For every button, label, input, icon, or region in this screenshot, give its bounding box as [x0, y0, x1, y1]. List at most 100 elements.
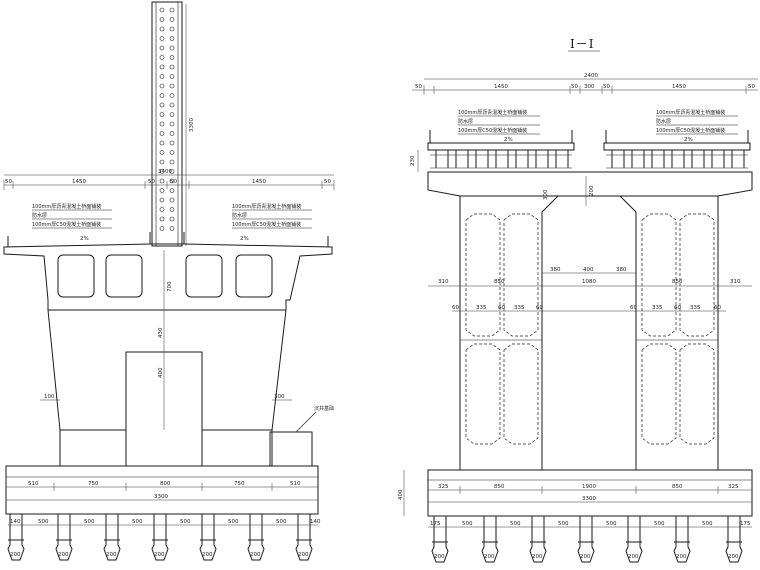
- pile-r-7-diam: 200: [728, 554, 739, 560]
- tower-hole: [169, 112, 175, 117]
- lps-1: 500: [38, 519, 49, 525]
- pier-dim-1: 700: [167, 281, 173, 292]
- cd-5: 60: [536, 305, 543, 311]
- tower-hole: [159, 188, 165, 193]
- pile-r-5: 200: [625, 516, 643, 563]
- rps-0: 175: [430, 521, 441, 527]
- rw-5: 310: [730, 279, 741, 285]
- tower-hole: [159, 7, 165, 13]
- tower-hole: [169, 207, 175, 212]
- right-pier: 300 200: [459, 176, 719, 471]
- pile-r-6: 200: [673, 516, 691, 563]
- dim-l-6: 50: [324, 179, 331, 185]
- rd-3: 50: [571, 84, 578, 90]
- tower-hole: [169, 178, 175, 184]
- pile-l-4: 200: [151, 514, 169, 561]
- pile-l-1: 200: [7, 514, 25, 561]
- lps-4: 500: [180, 519, 191, 525]
- tower-hole: [169, 55, 175, 60]
- arch-dim-2: 200: [589, 185, 595, 196]
- rps-2: 500: [510, 521, 521, 527]
- tower-hole: [159, 64, 165, 70]
- section-title: I－I: [570, 37, 594, 51]
- side-dim-l: 100: [44, 394, 55, 400]
- left-pile-cap: 510 750 800 750 510 3300: [5, 465, 319, 515]
- pile-l-2-diam: 200: [58, 552, 69, 558]
- tower-hole: [169, 83, 175, 89]
- rps-7: 175: [740, 521, 751, 527]
- rd-5: 50: [603, 84, 610, 90]
- rd-2: 1450: [494, 84, 508, 90]
- pile-r-2: 200: [481, 516, 499, 563]
- cd-8: 60: [674, 305, 681, 311]
- pile-r-2-diam: 200: [484, 554, 495, 560]
- cd-7: 335: [652, 305, 663, 311]
- tower-hole: [159, 93, 165, 98]
- tower-hole: [169, 226, 175, 231]
- ldn-1: 100mm厚沥青混凝土桥面铺装: [32, 203, 101, 210]
- pile-l-7-diam: 200: [298, 552, 309, 558]
- rd-1: 50: [415, 84, 422, 90]
- pile-l-4-diam: 200: [154, 552, 165, 558]
- tower-hole: [169, 131, 175, 136]
- rrn-1: 100mm厚沥青混凝土桥面铺装: [458, 109, 527, 116]
- left-piles: 140 500 500 500 500 500 500 140 200 200 …: [7, 514, 321, 561]
- rrn-4: 100mm厚沥青混凝土桥面铺装: [656, 109, 725, 116]
- rd-6: 1450: [672, 84, 686, 90]
- right-cells: [465, 213, 715, 445]
- pile-r-5-diam: 200: [628, 554, 639, 560]
- right-deck-notes: 100mm厚沥青混凝土桥面铺装 防水层 100mm厚C50混凝土桥面铺装 2% …: [458, 109, 738, 143]
- tower-hole: [159, 226, 165, 231]
- right-total-width: 2400: [584, 73, 598, 79]
- right-mid-dims: 380 400 380 310 850 1080 850 310 60 335 …: [428, 267, 752, 312]
- pile-r-3-diam: 200: [532, 554, 543, 560]
- pile-l-5-diam: 200: [202, 552, 213, 558]
- rcap-5: 325: [728, 484, 739, 490]
- cd-3: 60: [498, 305, 505, 311]
- lps-2: 500: [84, 519, 95, 525]
- cap-l-total: 3300: [154, 494, 168, 500]
- left-elevation: 3300 3400 50 1450 50 50 1450 50 100mm厚沥青…: [3, 1, 335, 561]
- tower-hole: [159, 169, 165, 174]
- tower-holes: [159, 7, 175, 231]
- ldn-2: 防水层: [32, 212, 47, 219]
- pile-r-1: 200: [431, 516, 449, 563]
- tower-hole: [169, 188, 175, 193]
- pile-r-7: 200: [725, 516, 743, 563]
- tower-hole: [159, 207, 165, 212]
- tower-height-label: 3300: [189, 118, 195, 132]
- tower: 3300: [151, 1, 195, 247]
- dim-l-3: 50: [148, 179, 155, 185]
- left-pier: 沉井基础 700 430 400 100 300: [40, 250, 334, 467]
- rps-6: 500: [702, 521, 713, 527]
- right-piles: 175 500 500 500 500 500 500 175 200 200 …: [428, 516, 752, 563]
- pile-l-6: 200: [247, 514, 265, 561]
- rps-3: 500: [558, 521, 569, 527]
- tower-hole: [159, 36, 165, 41]
- pile-r-1-diam: 200: [434, 554, 445, 560]
- rcap-3: 1900: [582, 484, 596, 490]
- rdn-2: 防水层: [232, 212, 247, 219]
- tower-hole: [169, 140, 175, 146]
- tower-hole: [169, 121, 175, 127]
- right-deck-height: 230: [410, 155, 416, 166]
- ldn-3: 100mm厚C50混凝土桥面铺装: [32, 221, 101, 228]
- tower-hole: [159, 121, 165, 127]
- tower-hole: [169, 197, 175, 203]
- tower-hole: [159, 150, 165, 155]
- pile-l-6-diam: 200: [250, 552, 261, 558]
- cap-l-3: 800: [160, 481, 171, 487]
- rcap-4: 850: [672, 484, 683, 490]
- tower-hole: [169, 36, 175, 41]
- cd-2: 335: [476, 305, 487, 311]
- rw-2: 850: [494, 279, 505, 285]
- tower-hole: [159, 102, 165, 108]
- tower-hole: [169, 74, 175, 79]
- rrn-2: 防水层: [458, 118, 473, 125]
- cap-l-2: 750: [88, 481, 99, 487]
- tower-hole: [159, 216, 165, 222]
- rslope-l: 2%: [504, 137, 513, 143]
- tower-hole: [169, 150, 175, 155]
- cd-4: 335: [514, 305, 525, 311]
- pile-l-5: 200: [199, 514, 217, 561]
